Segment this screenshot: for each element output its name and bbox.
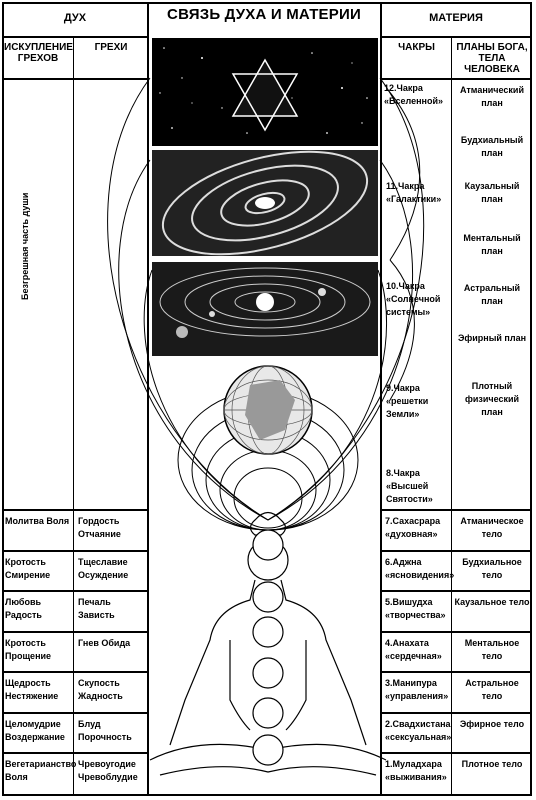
body-cell: Эфирное тело [459, 719, 525, 729]
solar-system-icon [159, 267, 371, 338]
matter-header: МАТЕРИЯ [429, 12, 483, 24]
plane-mental-label: Ментальный план [463, 233, 521, 256]
chakra-circles [252, 529, 284, 766]
header-line-right [380, 36, 532, 38]
body-cell: Ментальное тело [464, 638, 520, 661]
body-cell: Будхиальное тело [462, 557, 522, 580]
virtue-cell: Молитва Воля [5, 516, 70, 526]
chakra-cell: 1.Муладхара «выживания» [385, 759, 447, 782]
galaxy-icon [161, 150, 369, 256]
sins-column-header: ГРЕХИ [94, 42, 128, 53]
row-divider-right [380, 509, 532, 511]
sin-cell: Блуд Порочность [78, 719, 132, 742]
page-title: СВЯЗЬ ДУХА И МАТЕРИИ [167, 6, 361, 23]
row-divider-left [2, 550, 148, 552]
universe-image [152, 38, 378, 146]
chakra-cell: 7.Сахасрара «духовная» [385, 516, 441, 539]
subheader-line-left [2, 78, 148, 80]
plane-causal-label: Каузальный план [464, 181, 520, 204]
plane-atmanic-label: Атманический план [460, 85, 524, 108]
planes-column-header: ПЛАНЫ БОГА, ТЕЛА ЧЕЛОВЕКА [456, 42, 528, 75]
atonement-column-header: ИСКУПЛЕНИЕ ГРЕХОВ [4, 42, 73, 64]
sin-cell: Тщеславие Осуждение [78, 557, 129, 580]
virtue-cell: Щедрость Нестяжение [5, 678, 59, 701]
row-divider-right [380, 671, 532, 673]
chakra-cell: 4.Анахата «сердечная» [385, 638, 442, 661]
chakra-8-label: 8.Чакра «Высшей Святости» [386, 468, 433, 504]
chakra-cell: 6.Аджна «ясновидения» [385, 557, 455, 580]
row-divider-right [380, 712, 532, 714]
chakra-11-label: 11.Чакра «Галактики» [386, 181, 442, 204]
divider-spirit-center [147, 2, 149, 796]
body-cell: Атманическое тело [460, 516, 524, 539]
chakra-cell: 5.Вишудха «творчества» [385, 597, 446, 620]
header-line-left [2, 36, 148, 38]
chakra-cell: 2.Свадхистана «сексуальная» [385, 719, 452, 742]
galaxy-image [152, 150, 378, 256]
star-tetrahedron-icon [159, 47, 368, 134]
row-divider-left [2, 509, 148, 511]
plane-etheric-label: Эфирный план [457, 333, 527, 343]
divider-atonement-sins [73, 36, 74, 796]
virtue-cell: Целомудрие Воздержание [5, 719, 65, 742]
sin-cell: Гордость Отчаяние [78, 516, 121, 539]
row-divider-left [2, 631, 148, 633]
body-cell: Плотное тело [461, 759, 523, 769]
divider-chakras-planes [451, 36, 452, 796]
row-divider-right [380, 752, 532, 754]
virtue-cell: Любовь Радость [5, 597, 42, 620]
chakra-12-label: 12.Чакра «Вселенной» [384, 83, 444, 106]
meditating-figure-icon [149, 511, 387, 776]
row-divider-left [2, 752, 148, 754]
plane-astral-label: Астральный план [463, 283, 521, 306]
row-divider-left [2, 712, 148, 714]
body-cell: Астральное тело [465, 678, 519, 701]
row-divider-left [2, 590, 148, 592]
virtue-cell: Кротость Смирение [5, 557, 51, 580]
chakra-10-label: 10.Чакра «Солнечной системы» [386, 281, 441, 317]
sin-cell: Чревоугодие Чревоблудие [78, 759, 138, 782]
row-divider-right [380, 590, 532, 592]
globe-icon [223, 365, 313, 455]
plane-buddhial-label: Будхиальный план [460, 135, 524, 158]
body-cell: Каузальное тело [454, 597, 530, 607]
row-divider-right [380, 631, 532, 633]
solar-system-image [152, 262, 378, 356]
subheader-line-right [380, 78, 532, 80]
chakras-column-header: ЧАКРЫ [398, 42, 435, 53]
sin-cell: Гнев Обида [78, 638, 131, 648]
sin-cell: Печаль Зависть [78, 597, 115, 620]
plane-physical-label: Плотный физический план [464, 381, 520, 417]
virtue-cell: Кротость Прощение [5, 638, 52, 661]
virtue-cell: Вегетарианство Воля [5, 759, 77, 782]
chakra-cell: 3.Манипура «управления» [385, 678, 449, 701]
divider-center-matter [380, 2, 382, 796]
row-divider-left [2, 671, 148, 673]
sin-cell: Скупость Жадность [78, 678, 123, 701]
row-divider-right [380, 550, 532, 552]
chakra-9-label: 9.Чакра «решетки Земли» [386, 383, 429, 419]
spirit-header: ДУХ [63, 12, 87, 24]
